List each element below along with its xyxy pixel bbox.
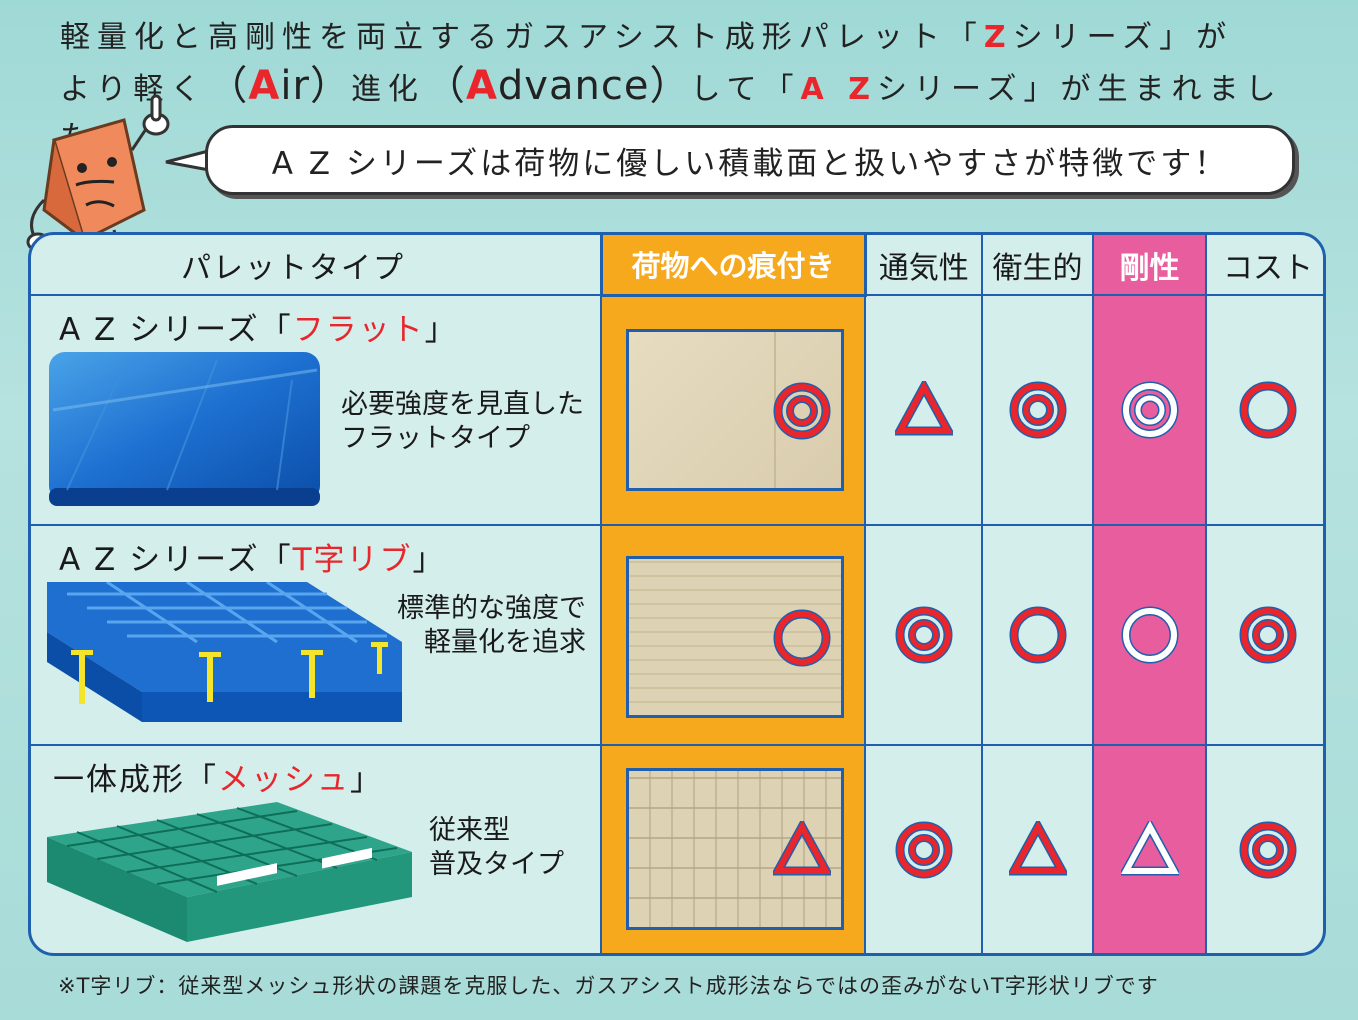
- surface-sample-mesh: [626, 768, 844, 930]
- header-pallet-type: パレットタイプ: [31, 235, 602, 296]
- header-rigidity: 剛性: [1092, 235, 1207, 296]
- pallet-desc-line: 従来型: [429, 815, 510, 846]
- double-circle-icon: [773, 382, 831, 440]
- pallet-name-type: メッシュ: [218, 762, 350, 798]
- table-row: A Z シリーズ「フラット」 必要強度を見直した フラットタイプ: [31, 294, 1323, 526]
- pallet-name-prefix: A Z シリーズ「: [59, 312, 293, 348]
- surface-sample-flat: [626, 328, 844, 491]
- headline-line1: 軽量化と高剛性を両立するガスアシスト成形パレット「Zシリーズ」が: [60, 14, 1300, 62]
- ventilation-cell: [864, 524, 983, 746]
- paren: ）: [649, 63, 691, 109]
- ventilation-cell: [864, 294, 983, 526]
- pallet-desc-line: 普及タイプ: [429, 849, 564, 880]
- flat-pallet-image: [49, 352, 320, 506]
- circle-icon: [1009, 606, 1067, 664]
- speech-bubble-text: A Z シリーズは荷物に優しい積載面と扱いやすさが特徴です！: [271, 145, 1229, 182]
- footnote: ※T字リブ：従来型メッシュ形状の課題を克服した、ガスアシスト成形法ならではの歪み…: [58, 974, 1159, 998]
- paren: （: [424, 63, 466, 109]
- double-circle-icon: [1121, 381, 1179, 439]
- circle-icon: [1121, 606, 1179, 664]
- pallet-name-prefix: A Z シリーズ「: [59, 542, 293, 578]
- double-circle-icon: [895, 606, 953, 664]
- cost-cell: [1205, 744, 1323, 953]
- headline-text: シリーズ」が生まれました: [60, 72, 1283, 155]
- pallet-name: A Z シリーズ「T字リブ」: [59, 534, 446, 579]
- mesh-pallet-image: [47, 802, 412, 942]
- headline-text: より軽く: [60, 72, 208, 107]
- table-row: 一体成形「メッシュ」 従: [31, 744, 1323, 953]
- hygiene-cell: [981, 294, 1094, 526]
- load-mark-cell: [600, 294, 866, 526]
- pallet-name-suffix: 」: [350, 762, 383, 798]
- double-circle-icon: [1009, 381, 1067, 439]
- table-row: A Z シリーズ「T字リブ」: [31, 524, 1323, 746]
- headline-text: 軽量化と高剛性を両立するガスアシスト成形パレット「: [60, 20, 984, 55]
- pallet-desc-line: 軽量化を追求: [424, 627, 586, 658]
- t-rib-pallet-image: [47, 582, 402, 722]
- hygiene-cell: [981, 744, 1094, 953]
- ventilation-cell: [864, 744, 983, 953]
- paren: （: [207, 63, 249, 109]
- rigidity-cell: [1092, 744, 1207, 953]
- double-circle-icon: [1239, 606, 1297, 664]
- load-mark-cell: [600, 524, 866, 746]
- double-circle-icon: [895, 821, 953, 879]
- headline-text: 進化: [350, 72, 425, 107]
- cost-cell: [1205, 294, 1323, 526]
- pallet-desc: 標準的な強度で 軽量化を追求: [386, 592, 586, 660]
- rigidity-cell: [1092, 524, 1207, 746]
- advance-letter-a: A: [465, 63, 498, 109]
- pallet-name: A Z シリーズ「フラット」: [59, 304, 458, 349]
- hygiene-cell: [981, 524, 1094, 746]
- pallet-desc: 必要強度を見直した フラットタイプ: [341, 388, 584, 456]
- triangle-icon: [1117, 817, 1182, 879]
- double-circle-icon: [1239, 821, 1297, 879]
- pallet-name-prefix: 一体成形「: [53, 762, 218, 798]
- speech-bubble: A Z シリーズは荷物に優しい積載面と扱いやすさが特徴です！: [205, 125, 1295, 195]
- air-word: ir: [280, 63, 310, 109]
- az-letters: A Z: [800, 72, 877, 107]
- circle-icon: [773, 609, 831, 667]
- pallet-name-type: フラット: [292, 312, 425, 348]
- pallet-desc-line: 標準的な強度で: [397, 593, 586, 624]
- paren: ）: [309, 63, 351, 109]
- header-load-marks: 荷物への痕付き: [599, 235, 867, 297]
- circle-icon: [1239, 381, 1297, 439]
- pallet-cell-mesh: 一体成形「メッシュ」 従: [31, 744, 602, 953]
- advance-word: dvance: [497, 63, 650, 109]
- triangle-icon: [1005, 817, 1070, 879]
- pallet-name-suffix: 」: [412, 542, 446, 578]
- load-mark-cell: [600, 744, 866, 953]
- pallet-desc-line: 必要強度を見直した: [341, 389, 584, 420]
- pallet-cell-t-rib: A Z シリーズ「T字リブ」: [31, 524, 602, 746]
- pallet-name: 一体成形「メッシュ」: [53, 754, 383, 799]
- pallet-desc: 従来型 普及タイプ: [429, 814, 564, 882]
- pallet-cell-flat: A Z シリーズ「フラット」 必要強度を見直した フラットタイプ: [31, 294, 602, 526]
- surface-sample-t-rib: [626, 556, 844, 718]
- rigidity-cell: [1092, 294, 1207, 526]
- table-header-row: パレットタイプ 荷物への痕付き 通気性 衛生的 剛性 コスト: [31, 235, 1323, 297]
- pallet-desc-line: フラットタイプ: [341, 423, 530, 454]
- headline-line2: より軽く（Air）進化（Advance）して「A Zシリーズ」が生まれました: [60, 62, 1300, 162]
- triangle-icon: [891, 377, 956, 439]
- pallet-name-type: T字リブ: [292, 542, 413, 578]
- header-cost: コスト: [1205, 235, 1323, 296]
- triangle-icon: [770, 817, 834, 879]
- z-series-letter: Z: [983, 20, 1013, 55]
- cost-cell: [1205, 524, 1323, 746]
- air-letter-a: A: [248, 63, 281, 109]
- header-ventilation: 通気性: [864, 235, 983, 296]
- comparison-table: パレットタイプ 荷物への痕付き 通気性 衛生的 剛性 コスト A Z シリーズ「…: [28, 232, 1326, 956]
- headline: 軽量化と高剛性を両立するガスアシスト成形パレット「Zシリーズ」が より軽く（Ai…: [60, 14, 1300, 162]
- header-hygiene: 衛生的: [981, 235, 1094, 296]
- headline-text: シリーズ」が: [1012, 20, 1234, 55]
- headline-text: して「: [690, 72, 801, 107]
- pallet-name-suffix: 」: [424, 312, 458, 348]
